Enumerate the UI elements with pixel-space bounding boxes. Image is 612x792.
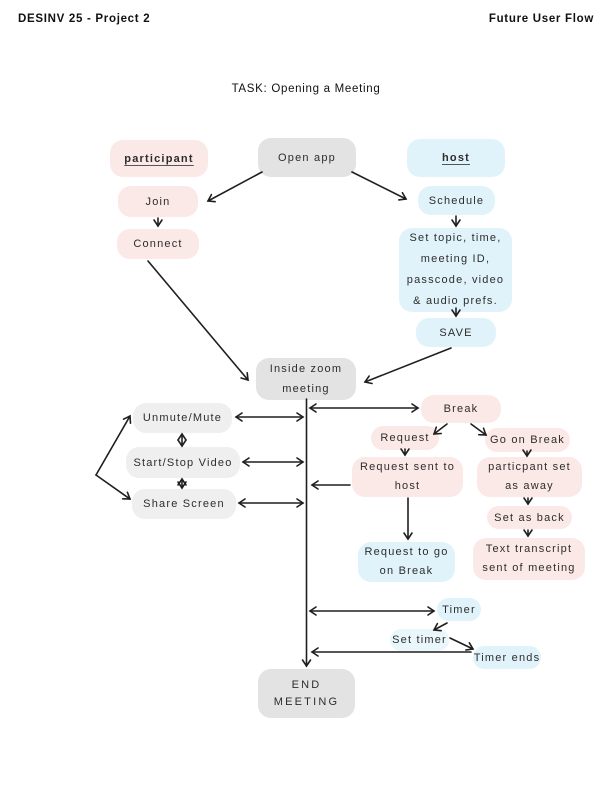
task-title: TASK: Opening a Meeting — [231, 83, 381, 95]
arrow-open-app-to-host — [351, 171, 408, 201]
node-set-as-back: Set as back — [487, 506, 572, 529]
arrow-break-to-go-on-break — [470, 423, 488, 436]
node-request-sent-to-host: Request sent to host — [352, 457, 463, 497]
node-text-transcript: Text transcript sent of meeting — [473, 538, 585, 580]
arrow-set-timer-to-timer-ends — [449, 637, 475, 651]
node-start-stop-video: Start/Stop Video — [126, 447, 240, 478]
node-share-screen: Share Screen — [132, 489, 236, 519]
node-break: Break — [421, 395, 501, 423]
arrow-connect-to-inside-zoom — [147, 260, 249, 382]
arrow-branch-to-unmute-mute — [95, 414, 132, 476]
node-set-timer: Set timer — [390, 629, 449, 651]
node-connect: Connect — [117, 229, 199, 259]
node-host: host — [407, 139, 505, 177]
node-unmute-mute: Unmute/Mute — [133, 403, 232, 433]
node-set-topic: Set topic, time, meeting ID, passcode, v… — [399, 228, 512, 312]
node-open-app: Open app — [258, 138, 356, 177]
node-participant: participant — [110, 140, 208, 177]
node-inside-zoom-meeting: Inside zoom meeting — [256, 358, 356, 400]
arrow-save-to-inside-zoom — [363, 347, 452, 385]
arrow-branch-to-share-screen — [95, 474, 132, 500]
node-go-on-break: Go on Break — [485, 428, 570, 452]
node-schedule: Schedule — [418, 186, 495, 215]
header-page-title: Future User Flow — [488, 13, 594, 25]
header-project-title: DESINV 25 - Project 2 — [18, 13, 151, 25]
node-save: SAVE — [416, 318, 496, 347]
node-timer-ends: Timer ends — [473, 646, 541, 669]
node-timer: Timer — [437, 598, 481, 621]
node-join: Join — [118, 186, 198, 217]
node-particpant-set-as-away: particpant set as away — [477, 457, 582, 497]
node-end-meeting: END MEETING — [258, 669, 355, 718]
arrow-open-app-to-participant — [206, 171, 263, 203]
node-request: Request — [371, 426, 439, 450]
node-request-to-go-on-break: Request to go on Break — [358, 542, 455, 582]
